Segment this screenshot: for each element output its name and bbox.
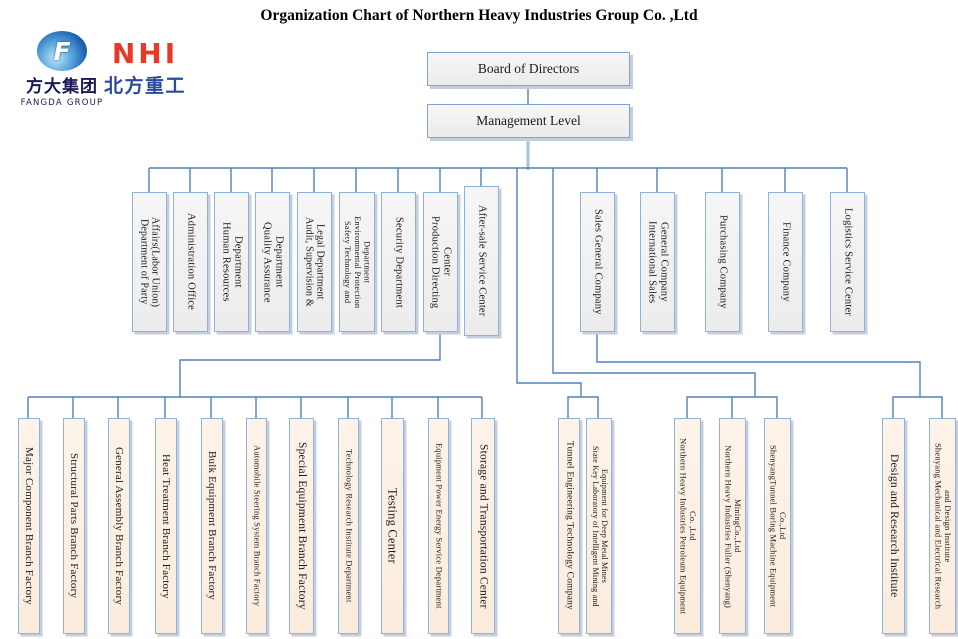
box-heat-treatment: Heat Treatment Branch Factory bbox=[155, 418, 177, 634]
fangda-sphere-icon: F bbox=[37, 31, 87, 71]
connector-segments bbox=[27, 84, 943, 418]
fangda-logo: F 方大集团 FANGDA GROUP bbox=[20, 31, 104, 108]
nhi-acronym: NHI bbox=[111, 37, 179, 70]
box-safety-environment: Safety Technology and Environmental Prot… bbox=[339, 192, 375, 332]
fangda-symbol: F bbox=[53, 36, 71, 66]
box-nhi-petroleum: Northern Heavy Industries Petroleum Equi… bbox=[674, 418, 701, 634]
fangda-chinese-name: 方大集团 bbox=[26, 77, 98, 97]
nhi-logo: NHI 北方重工 bbox=[102, 40, 188, 98]
box-technology-research: Technology Research Institute Department bbox=[338, 418, 359, 634]
box-bulk-equipment: Bulk Equipment Branch Factory bbox=[201, 418, 223, 634]
box-security-department: Security Department bbox=[381, 192, 416, 332]
box-general-assembly: General Assembly Branch Factory bbox=[108, 418, 130, 634]
box-after-sale-service: After-sale Service Center bbox=[464, 186, 499, 336]
box-equipment-power: Equipment Power Energy Service Departmen… bbox=[428, 418, 449, 634]
box-audit-legal: Audit, Supervision & Legal Department bbox=[297, 192, 332, 332]
page-title: Organization Chart of Northern Heavy Ind… bbox=[260, 7, 698, 24]
box-production-directing: Production Directing Center bbox=[423, 192, 458, 332]
box-state-key-lab: State Key Laboratory of Intelligent Mini… bbox=[586, 418, 612, 634]
box-tunnel-engineering: Tunnel Engineering Technology Company bbox=[558, 418, 580, 634]
box-automobile-steering: Automobile Steering System Branch Factor… bbox=[246, 418, 267, 634]
box-structural-parts: Structural Parts Branch Factory bbox=[63, 418, 85, 634]
box-design-research: Design and Research Institute bbox=[882, 418, 905, 634]
box-finance-company: Finance Company bbox=[768, 192, 803, 332]
box-management-level: Management Level bbox=[427, 104, 630, 138]
box-storage-transportation: Storage and Transportation Center bbox=[471, 418, 495, 634]
box-international-sales: International Sales General Company bbox=[640, 192, 675, 332]
box-shenyang-tunnel-boring: ShenyangTunnel Boring Machine Equipment … bbox=[764, 418, 791, 634]
box-quality-assurance: Quality Assurance Department bbox=[255, 192, 290, 332]
box-special-equipment: Special Equipment Branch Factory bbox=[289, 418, 314, 634]
nhi-chinese-name: 北方重工 bbox=[103, 75, 186, 97]
box-major-component: Major Component Branch Factory bbox=[18, 418, 40, 634]
box-logistics-service: Logistics Service Center bbox=[830, 192, 865, 332]
box-board-of-directors: Board of Directors bbox=[427, 52, 630, 86]
box-human-resources: Human Resources Department bbox=[214, 192, 249, 332]
box-sales-general: Sales General Company bbox=[580, 192, 615, 332]
fangda-english-name: FANGDA GROUP bbox=[20, 98, 104, 108]
box-nhi-fuller: Northern Heavy Industries Fuller (Shenya… bbox=[719, 418, 746, 634]
board-label: Board of Directors bbox=[477, 61, 580, 76]
box-party-affairs: Department of Party Affairs(Labor Union) bbox=[132, 192, 167, 332]
box-shenyang-mech-electrical: Shenyang Mechanical and Electrical Resea… bbox=[929, 418, 956, 634]
box-testing-center: Testing Center bbox=[381, 418, 404, 634]
management-label: Management Level bbox=[476, 113, 581, 128]
box-purchasing-company: Purchasing Company bbox=[705, 192, 740, 332]
box-administration-office: Administration Office bbox=[173, 192, 208, 332]
